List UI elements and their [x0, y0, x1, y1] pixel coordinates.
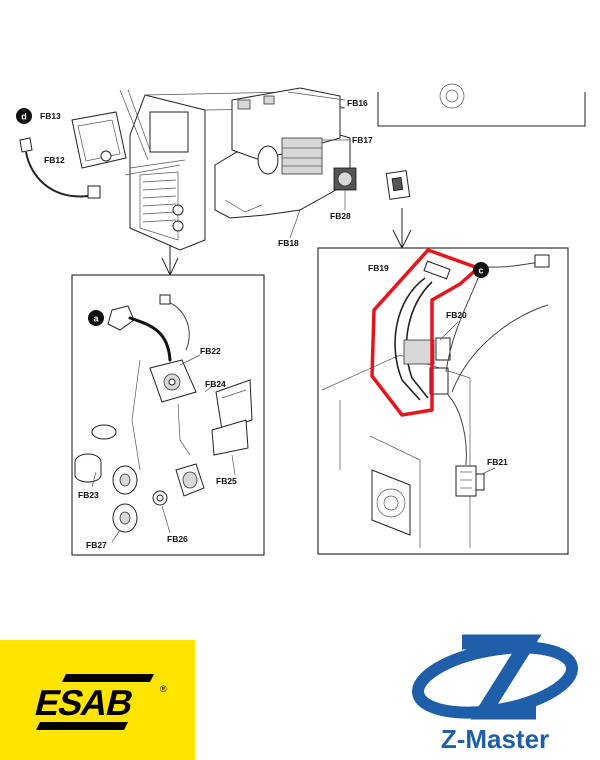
wire-right-1	[445, 277, 479, 373]
label-fb12: FB12	[44, 155, 65, 165]
top-inset-frame	[377, 92, 586, 127]
callout-c: c	[473, 262, 489, 278]
pcb-component	[263, 95, 275, 105]
front-socket-2	[172, 220, 184, 232]
machine-assembly	[19, 83, 586, 251]
svg-text:a: a	[93, 314, 99, 324]
svg-text:d: d	[21, 112, 27, 122]
left-inset	[71, 274, 265, 556]
right-inset	[317, 247, 569, 555]
housing-vent	[371, 469, 411, 536]
chassis-bracket	[224, 199, 263, 213]
bracket-fb24	[215, 379, 253, 431]
cable-black	[128, 316, 172, 362]
zmaster-logo: Z-Master	[405, 640, 585, 755]
harness-fb19	[394, 277, 426, 401]
pcb-component	[237, 99, 251, 110]
front-display-window	[149, 111, 189, 153]
label-fb25: FB25	[216, 476, 237, 486]
connector-fb19	[423, 260, 451, 280]
label-fb22: FB22	[200, 346, 221, 356]
connector-a	[107, 305, 135, 331]
plug-connector	[19, 137, 33, 153]
label-fb20: FB20	[446, 310, 467, 320]
label-fb16: FB16	[347, 98, 368, 108]
esab-wordmark: ESAB	[31, 682, 138, 723]
remote-panel	[71, 111, 127, 169]
label-fb28: FB28	[330, 211, 351, 221]
label-fb13: FB13	[40, 111, 61, 121]
svg-text:c: c	[478, 266, 483, 276]
inset-detail-circle	[439, 83, 465, 109]
zmaster-emblem	[412, 634, 578, 720]
bracket-fb25	[211, 419, 249, 456]
callout-d: d	[16, 108, 32, 124]
zmaster-wordmark: Z-Master	[440, 724, 550, 754]
front-socket-1	[172, 204, 184, 216]
inset-detail-circle-inner	[445, 89, 459, 103]
wire-down	[447, 394, 467, 466]
label-fb18: FB18	[278, 238, 299, 248]
label-fb26: FB26	[167, 534, 188, 544]
right-inset-frame	[317, 247, 569, 555]
relay-block	[429, 367, 449, 395]
label-fb27: FB27	[86, 540, 107, 550]
connector-fb20	[435, 337, 451, 361]
esab-registered-mark: ®	[160, 684, 167, 694]
housing-edge	[321, 354, 471, 548]
connector-fb21	[455, 465, 477, 497]
oring-fb23	[91, 424, 117, 440]
transformer	[281, 137, 323, 175]
cable-plug	[87, 185, 101, 199]
label-fb23: FB23	[78, 490, 99, 500]
label-fb19: FB19	[368, 263, 389, 273]
esab-stripes	[36, 674, 154, 730]
front-vent-grille	[139, 171, 179, 241]
highlight-fb19	[370, 248, 480, 417]
label-fb21: FB21	[487, 457, 508, 467]
wire-top-plug	[534, 254, 550, 268]
remote-cable	[25, 151, 89, 198]
transformer-coil	[257, 145, 279, 175]
esab-logo: ESAB ®	[0, 640, 195, 760]
label-fb24: FB24	[205, 379, 226, 389]
label-fb17: FB17	[352, 135, 373, 145]
callout-a: a	[88, 310, 104, 326]
board-fb20	[403, 339, 435, 365]
wire-right-2	[451, 304, 549, 393]
